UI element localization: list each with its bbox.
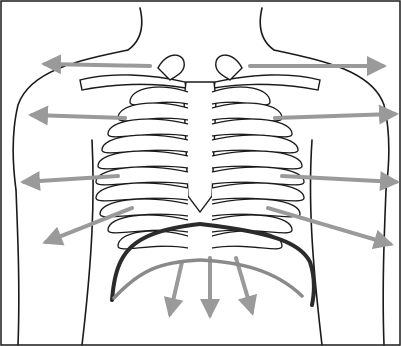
- sternum: [184, 82, 216, 212]
- expansion-arrow-1: [45, 64, 150, 66]
